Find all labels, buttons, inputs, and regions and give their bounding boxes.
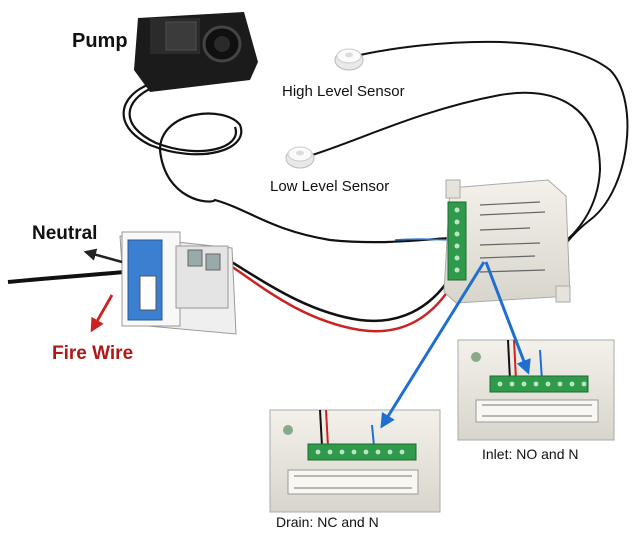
inlet-terminal-block [489,375,589,393]
high-sensor-cable [359,40,629,251]
sensor-blue-wires [394,238,456,241]
drain-terminal-block [307,443,417,461]
fire-wire-arrow [90,294,114,333]
drain-pointer-arrow [380,261,486,429]
inlet-closeup [457,339,615,441]
neutral-wire-black [224,256,452,323]
drain-label: Drain: NC and N [276,514,379,530]
high-level-sensor-label: High Level Sensor [282,83,405,100]
neutral-label: Neutral [32,223,98,244]
circuit-breaker [119,231,237,335]
high-level-sensor [334,48,364,71]
fire-wire-label: Fire Wire [52,343,134,364]
inlet-pointer-arrow [484,261,531,375]
controller-module [443,179,571,304]
pump-label: Pump [72,30,128,52]
low-level-sensor [285,146,315,169]
pump [134,12,258,92]
low-level-sensor-label: Low Level Sensor [270,178,390,195]
controller-terminal-block [447,201,467,281]
low-sensor-cable [311,91,602,246]
inlet-label: Inlet: NO and N [482,446,579,462]
drain-closeup [269,409,441,513]
pump-cable [122,82,451,244]
mains-cable-black [7,270,126,284]
breaker-switch [139,275,157,311]
fire-wire-red [224,260,454,333]
neutral-arrow [83,248,123,264]
